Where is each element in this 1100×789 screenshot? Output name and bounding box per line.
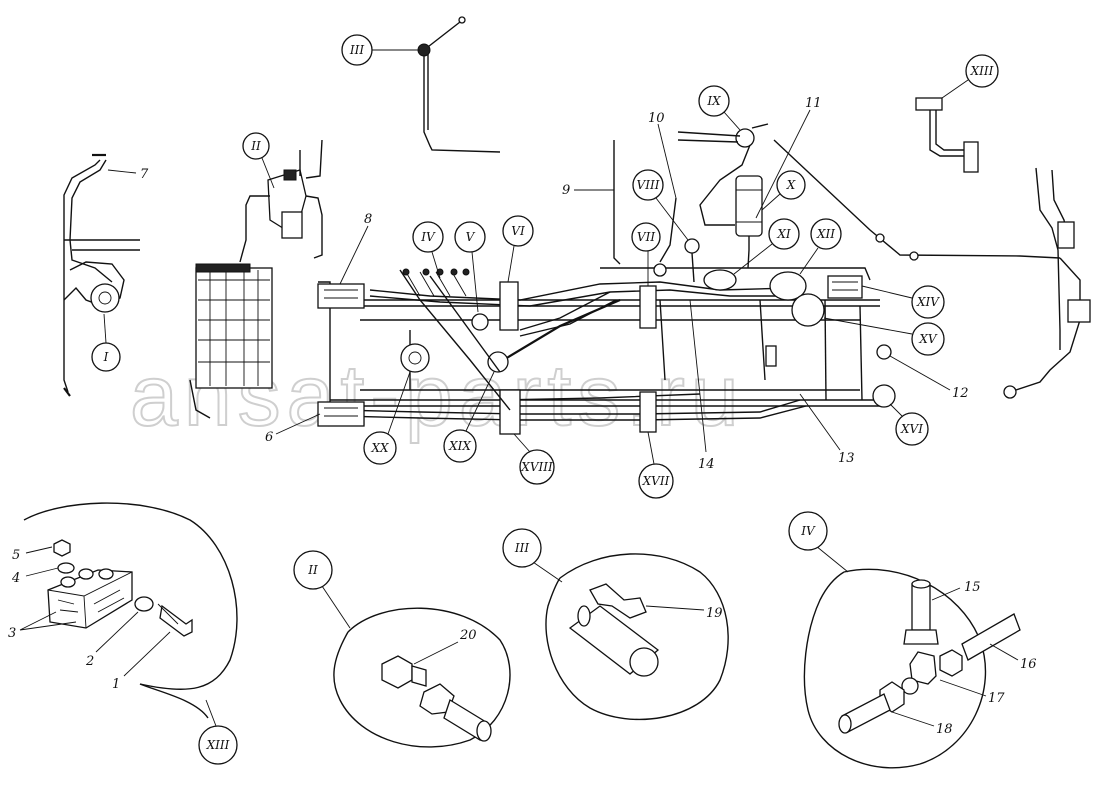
svg-text:IV: IV bbox=[420, 230, 436, 244]
view-label-XIX: XIX bbox=[443, 371, 495, 463]
view-label-II: II bbox=[242, 132, 275, 189]
view-label-IX: IX bbox=[698, 85, 741, 131]
main-piping-assembly bbox=[63, 16, 1091, 435]
detail-XIII: 5 4 3 2 1 XIII bbox=[8, 502, 238, 765]
detail-label-IV: IV bbox=[788, 511, 828, 551]
svg-text:XIII: XIII bbox=[206, 738, 230, 752]
detail-label-III: III bbox=[502, 528, 542, 568]
callout-5: 5 bbox=[12, 546, 53, 563]
svg-text:III: III bbox=[514, 541, 529, 555]
view-label-XVIII: XVIII bbox=[513, 433, 555, 485]
callout-17: 17 bbox=[939, 679, 1005, 706]
view-label-X: X bbox=[761, 170, 806, 211]
svg-text:II: II bbox=[307, 563, 318, 577]
svg-text:X: X bbox=[786, 178, 796, 192]
view-label-I: I bbox=[91, 313, 121, 372]
svg-text:19: 19 bbox=[706, 606, 723, 621]
svg-text:XVI: XVI bbox=[900, 422, 923, 436]
svg-text:7: 7 bbox=[140, 167, 149, 182]
view-label-XX: XX bbox=[363, 371, 411, 465]
view-label-VII: VII bbox=[631, 222, 661, 286]
svg-text:XX: XX bbox=[370, 441, 389, 455]
callout-6: 6 bbox=[265, 413, 321, 445]
svg-text:8: 8 bbox=[364, 212, 372, 227]
svg-text:1: 1 bbox=[112, 677, 120, 692]
svg-text:3: 3 bbox=[8, 626, 16, 641]
callout-7: 7 bbox=[107, 167, 149, 182]
svg-text:VI: VI bbox=[511, 224, 525, 238]
svg-text:II: II bbox=[250, 139, 261, 153]
detail-label-XIII: XIII bbox=[198, 699, 238, 765]
svg-text:XV: XV bbox=[918, 332, 938, 346]
svg-text:2: 2 bbox=[85, 654, 94, 669]
svg-text:14: 14 bbox=[698, 457, 715, 472]
svg-text:18: 18 bbox=[936, 722, 953, 737]
svg-text:XI: XI bbox=[776, 227, 791, 241]
view-label-XI: XI bbox=[733, 218, 800, 275]
callout-10: 10 bbox=[648, 111, 677, 199]
view-label-V: V bbox=[454, 221, 486, 313]
svg-text:III: III bbox=[349, 43, 364, 57]
callout-2: 2 bbox=[85, 611, 139, 669]
svg-text:V: V bbox=[466, 230, 476, 244]
svg-text:9: 9 bbox=[562, 183, 570, 198]
callout-15: 15 bbox=[931, 580, 981, 601]
svg-text:XVII: XVII bbox=[642, 474, 670, 488]
callout-3: 3 bbox=[8, 611, 77, 641]
view-label-VIII: VIII bbox=[632, 169, 689, 241]
callout-19: 19 bbox=[645, 605, 723, 621]
detail-label-II: II bbox=[293, 550, 333, 590]
svg-text:15: 15 bbox=[964, 580, 981, 595]
view-label-XVII: XVII bbox=[638, 431, 674, 499]
callout-9: 9 bbox=[562, 183, 614, 198]
svg-text:IV: IV bbox=[800, 524, 816, 538]
svg-text:XII: XII bbox=[816, 227, 835, 241]
callout-13: 13 bbox=[799, 393, 855, 466]
svg-text:5: 5 bbox=[12, 548, 20, 563]
svg-text:XIII: XIII bbox=[970, 64, 994, 78]
callout-4: 4 bbox=[11, 567, 59, 586]
svg-text:VII: VII bbox=[637, 230, 655, 244]
callout-11: 11 bbox=[755, 96, 822, 219]
svg-text:11: 11 bbox=[805, 96, 822, 111]
view-labels: I II III IV V VI VII bbox=[91, 34, 999, 499]
view-label-XIV: XIV bbox=[861, 285, 945, 319]
detail-III: III 19 bbox=[502, 528, 729, 720]
view-label-III: III bbox=[341, 34, 420, 66]
view-label-IV: IV bbox=[412, 221, 444, 279]
callout-1: 1 bbox=[112, 631, 171, 692]
svg-text:XVIII: XVIII bbox=[520, 460, 553, 474]
svg-text:IX: IX bbox=[706, 94, 721, 108]
callout-8: 8 bbox=[339, 212, 372, 285]
main-callouts: 6 7 8 9 10 11 12 13 bbox=[107, 96, 969, 472]
view-label-XVI: XVI bbox=[889, 403, 929, 446]
view-label-XII: XII bbox=[799, 218, 842, 275]
svg-text:20: 20 bbox=[459, 628, 477, 643]
detail-IV: IV 15 16 17 18 bbox=[788, 511, 1037, 769]
callout-12: 12 bbox=[889, 355, 969, 401]
callout-16: 16 bbox=[989, 643, 1037, 672]
svg-text:XIV: XIV bbox=[916, 295, 940, 309]
callout-18: 18 bbox=[891, 711, 953, 737]
view-label-VI: VI bbox=[502, 215, 534, 283]
view-label-XV: XV bbox=[823, 317, 945, 356]
detail-II: II 20 bbox=[293, 550, 511, 748]
svg-text:12: 12 bbox=[952, 386, 969, 401]
svg-text:6: 6 bbox=[265, 430, 273, 445]
view-label-XIII: XIII bbox=[941, 54, 999, 99]
svg-text:4: 4 bbox=[11, 571, 20, 586]
callout-20: 20 bbox=[413, 628, 477, 665]
svg-text:16: 16 bbox=[1020, 657, 1037, 672]
callout-14: 14 bbox=[689, 299, 715, 472]
svg-text:VIII: VIII bbox=[637, 178, 660, 192]
svg-text:17: 17 bbox=[988, 691, 1005, 706]
svg-text:I: I bbox=[103, 350, 109, 364]
svg-text:XIX: XIX bbox=[448, 439, 471, 453]
svg-text:10: 10 bbox=[648, 111, 665, 126]
svg-text:13: 13 bbox=[838, 451, 855, 466]
